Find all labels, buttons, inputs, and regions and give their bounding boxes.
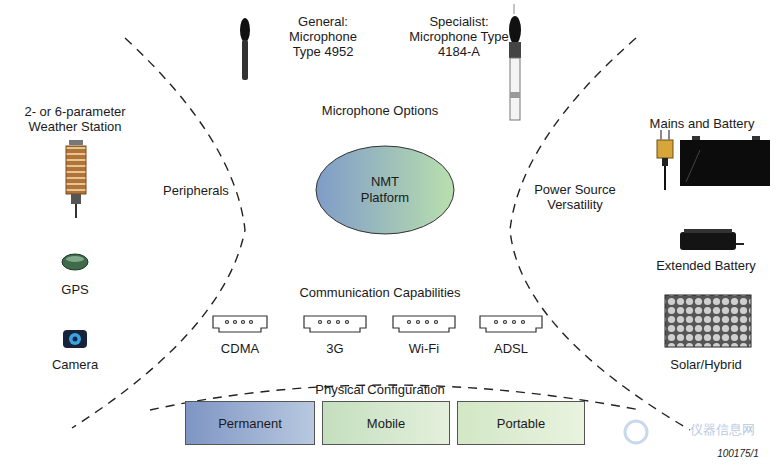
section-heading: Microphone Options: [290, 103, 470, 118]
interface-label: Wi-Fi: [394, 341, 454, 356]
figure-number: 100175/1: [698, 448, 778, 460]
interface-label: 3G: [305, 341, 365, 356]
node-text: Mobile: [367, 416, 405, 431]
device-label: Solar/Hybrid: [651, 357, 761, 372]
section-heading: Peripherals: [146, 183, 246, 198]
config-box: Permanent: [185, 401, 315, 445]
interface-label: ADSL: [481, 341, 541, 356]
config-box: Mobile: [322, 401, 450, 445]
device-label: GPS: [45, 282, 105, 297]
node-text: NMT Platform: [350, 174, 420, 206]
watermark: 仪器信息网: [672, 422, 772, 437]
section-heading: Power Source Versatility: [520, 182, 630, 212]
config-box: Portable: [457, 401, 585, 445]
device-label: Extended Battery: [641, 258, 771, 273]
microphone-label: General: Microphone Type 4952: [278, 14, 368, 59]
device-label: 2- or 6-parameter Weather Station: [5, 104, 145, 134]
section-heading: Communication Capabilities: [270, 285, 490, 300]
node-text: Portable: [497, 416, 545, 431]
device-label: Camera: [40, 357, 110, 372]
section-heading: Physical Configuration: [280, 382, 480, 397]
platform-ellipse: NMT Platform: [315, 145, 455, 235]
microphone-label: Specialist: Microphone Type 4184-A: [409, 14, 509, 59]
device-label: Mains and Battery: [632, 116, 772, 131]
interface-label: CDMA: [210, 341, 270, 356]
node-text: Permanent: [218, 416, 282, 431]
